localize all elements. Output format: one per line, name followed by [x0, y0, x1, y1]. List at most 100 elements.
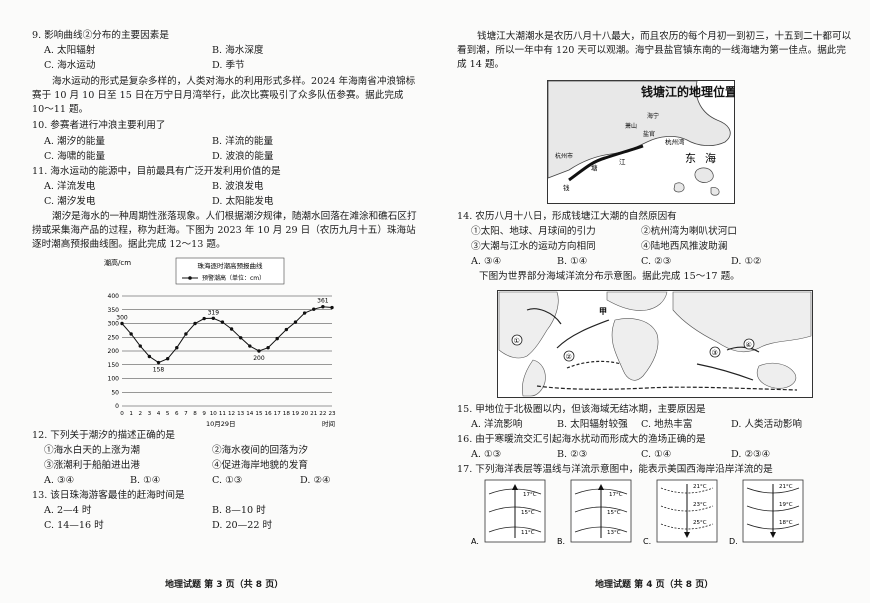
q14-item-1: ①太阳、地球、月球间的引力	[471, 226, 596, 237]
q14-option-c: C. ②③	[641, 256, 672, 267]
q16-option-d: D. ②③④	[731, 449, 771, 460]
ocean-currents-map: 甲 ① ② ③ ④	[497, 290, 813, 398]
south-america-landmass	[522, 359, 546, 397]
qiantang-river-map: 钱塘江的地理位置 萧山 海宁 盐官 杭州湾 杭州市 钱 塘 江 东 海	[547, 80, 735, 204]
legend-marker	[188, 276, 192, 280]
q14-item-4: ④陆地西风推波助澜	[641, 241, 728, 252]
q16-option-b: B. ②③	[557, 449, 588, 460]
data-point	[302, 311, 307, 315]
x-tick-label: 3	[148, 411, 152, 417]
q17-stem: 17. 下列海洋表层等温线与洋流示意图中，能表示美国西海岸沿岸洋流的是	[457, 464, 773, 475]
data-point	[321, 305, 325, 309]
panel-d-temp-3: 18°C	[779, 520, 793, 526]
q13-stem: 13. 该日珠海游客最佳的赶海时间是	[32, 490, 185, 501]
q12-option-c: C. ①③	[212, 475, 243, 486]
q17-isotherm-panels: A. 17°C 15°C 11°C B. 17°C 15°C 13°C C.	[471, 479, 804, 546]
x-tick-label: 12	[228, 411, 235, 417]
arrow-head-up	[512, 484, 518, 490]
data-label: 158	[153, 367, 165, 374]
current-arrow	[726, 346, 760, 353]
x-tick-label: 11	[219, 411, 227, 417]
map-label-hangzhou: 杭州市	[555, 152, 573, 160]
panel-c-letter: C.	[643, 537, 651, 546]
map-label-dong: 东	[685, 152, 696, 165]
x-tick-label: 9	[202, 411, 206, 417]
q12-item-4: ④促进海岸地貌的发育	[212, 460, 308, 471]
data-point	[257, 349, 261, 353]
q9-option-b: B. 海水深度	[212, 45, 264, 56]
marker-3-circle	[709, 346, 721, 358]
marker-2-circle	[563, 350, 575, 362]
q9-option-d: D. 季节	[212, 60, 245, 71]
data-point	[229, 327, 234, 331]
panel-b-temp-3: 13°C	[607, 530, 621, 536]
x-tick-label: 23	[328, 411, 336, 417]
x-tick-label: 4	[157, 411, 161, 417]
tide-series-line	[121, 306, 333, 364]
q12-stem: 12. 下列关于潮汐的描述正确的是	[32, 430, 176, 441]
q9-option-c: C. 海水运动	[44, 60, 96, 71]
data-point	[138, 344, 142, 348]
q14-option-a: A. ③④	[471, 256, 502, 267]
data-point	[220, 320, 225, 324]
panel-b-letter: B.	[557, 537, 565, 546]
data-point	[275, 336, 279, 341]
q13-option-b: B. 8—10 时	[212, 505, 266, 516]
q13-option-a: A. 2—4 时	[44, 505, 92, 516]
current-arrow	[566, 360, 622, 369]
current-arrow	[526, 308, 562, 325]
y-tick-label: 350	[108, 307, 120, 314]
y-tick-label: 0	[115, 403, 119, 410]
q12-option-a: A. ③④	[44, 475, 75, 486]
q9-option-a: A. 太阳辐射	[44, 45, 96, 56]
q10-stem: 10. 参赛者进行冲浪主要利用了	[32, 120, 166, 131]
data-point	[202, 316, 206, 321]
panel-a-temp-3: 11°C	[521, 530, 535, 536]
data-point	[129, 332, 133, 336]
chart-title: 珠海逐时潮高预报曲线	[198, 261, 264, 270]
x-tick-label: 13	[237, 411, 245, 417]
panel-c-temp-1: 21°C	[693, 484, 707, 490]
q16-stem: 16. 由于寒暖流交汇引起海水扰动而形成大的渔场正确的是	[457, 434, 706, 445]
data-point	[120, 321, 124, 326]
west-wind-drift-arrow	[536, 385, 798, 391]
map-label-haining: 海宁	[647, 112, 659, 120]
y-tick-label: 50	[111, 389, 119, 396]
asia-landmass	[672, 291, 812, 353]
right-page-footer: 地理试题 第 4 页（共 8 页）	[595, 580, 714, 590]
x-tick-label: 2	[138, 411, 142, 417]
x-tick-label: 15	[255, 411, 263, 417]
data-point	[184, 332, 188, 336]
data-point	[248, 344, 252, 348]
panel-a-temp-1: 17°C	[523, 492, 537, 498]
q15-option-a: A. 洋流影响	[471, 419, 523, 430]
q12-item-3: ③涨潮利于船舶进出港	[44, 460, 140, 471]
current-arrow	[696, 363, 754, 381]
q14-stem: 14. 农历八月十八日，形成钱塘江大潮的自然原因有	[457, 211, 677, 222]
chart-date-label: 10月29日	[206, 420, 236, 428]
current-map-label-3: ③	[712, 349, 718, 357]
land-area	[547, 80, 731, 179]
map-label-river-2: 塘	[591, 163, 598, 172]
panel-b: B. 17°C 15°C 13°C	[557, 479, 632, 546]
current-arrow	[556, 319, 610, 349]
panel-c-temp-3: 25°C	[693, 520, 707, 526]
island	[710, 187, 720, 196]
q13-option-d: D. 20—22 时	[212, 520, 273, 531]
x-tick-label: 22	[319, 411, 326, 417]
x-tick-label: 8	[193, 411, 197, 417]
australia-landmass	[756, 362, 797, 389]
panel-a: A. 17°C 15°C 11°C	[471, 479, 546, 546]
arrow-head-down	[770, 532, 776, 538]
data-point	[147, 354, 152, 359]
q12-option-d: D. ②④	[300, 475, 331, 486]
data-point	[175, 346, 179, 350]
y-tick-label: 300	[108, 321, 120, 328]
data-point	[293, 320, 298, 324]
x-tick-label: 19	[292, 411, 300, 417]
x-tick-label: 16	[265, 411, 273, 417]
panel-d-temp-2: 19°C	[779, 502, 793, 508]
data-point	[193, 321, 197, 326]
current-map-label-2: ②	[566, 353, 572, 361]
